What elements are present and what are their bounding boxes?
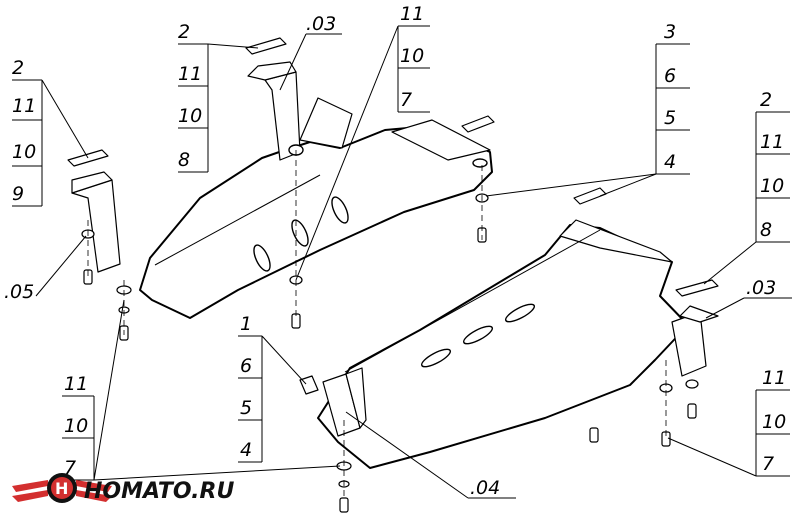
nut-plate-right-top bbox=[461, 115, 495, 133]
winged-h-logo-icon: H bbox=[12, 473, 112, 503]
callout-top-mount-code: .03 bbox=[306, 13, 336, 35]
center-lines bbox=[87, 150, 667, 500]
logo-text: HOMATO.RU bbox=[84, 479, 234, 504]
callout-bottom-left-item-2: 7 bbox=[64, 457, 76, 479]
callout-right-item-0: 2 bbox=[760, 89, 772, 111]
callout-bottom-left: 11 10 7 bbox=[62, 299, 341, 481]
callout-top-right-item-3: 4 bbox=[664, 151, 676, 173]
callout-right-mount-code: .03 bbox=[746, 277, 776, 299]
callout-mid: 1 6 5 4 bbox=[238, 313, 307, 463]
callout-top-right-item-0: 3 bbox=[664, 21, 676, 43]
callout-left-mount-code: .05 bbox=[4, 281, 34, 303]
callout-bottom-right-item-1: 10 bbox=[762, 411, 786, 433]
callout-top-left-item-1: 11 bbox=[178, 63, 202, 85]
callout-top-right-item-2: 5 bbox=[664, 107, 676, 129]
lower-skid-plate bbox=[317, 219, 719, 469]
svg-text:H: H bbox=[55, 479, 68, 498]
callout-bottom-right: 11 10 7 bbox=[667, 367, 790, 477]
callout-bottom-mount-code: .04 bbox=[470, 477, 500, 499]
callout-top-center-item-2: 7 bbox=[400, 89, 412, 111]
nut-plate-right bbox=[675, 279, 719, 297]
callout-top-left-item-2: 10 bbox=[178, 105, 202, 127]
callout-top-right-item-1: 6 bbox=[664, 65, 676, 87]
callout-top-center-item-0: 11 bbox=[400, 3, 424, 25]
callout-left-item-0: 2 bbox=[12, 57, 24, 79]
homato-logo: H HOMATO.RU bbox=[12, 473, 234, 504]
callout-top-left-item-0: 2 bbox=[178, 21, 190, 43]
callout-top-right: 3 6 5 4 bbox=[485, 21, 690, 197]
callout-bottom-right-item-2: 7 bbox=[762, 453, 774, 475]
callout-left: 2 11 10 9 .05 bbox=[4, 57, 89, 303]
callout-bottom-mount: .04 bbox=[345, 411, 516, 499]
callout-left-item-2: 10 bbox=[12, 141, 36, 163]
callout-bottom-left-item-0: 11 bbox=[64, 373, 88, 395]
callout-left-item-1: 11 bbox=[12, 95, 36, 117]
callout-bottom-right-item-0: 11 bbox=[762, 367, 786, 389]
callout-right: 2 11 10 8 .03 bbox=[703, 89, 792, 319]
callout-top-left-item-3: 8 bbox=[178, 149, 190, 171]
callout-mid-item-2: 5 bbox=[240, 397, 252, 419]
nut-plate-lower-left bbox=[299, 375, 319, 395]
callout-top-center: 11 10 7 bbox=[295, 3, 430, 281]
nut-plate-top bbox=[245, 37, 287, 55]
callout-mid-item-0: 1 bbox=[240, 313, 252, 335]
callout-right-item-2: 10 bbox=[760, 175, 784, 197]
callout-right-item-3: 8 bbox=[760, 219, 772, 241]
callout-top-left: 2 11 10 8 .03 bbox=[178, 13, 342, 173]
callout-bottom-left-item-1: 10 bbox=[64, 415, 88, 437]
callout-top-center-item-1: 10 bbox=[400, 45, 424, 67]
upper-skid-plate bbox=[71, 61, 493, 319]
callout-mid-item-1: 6 bbox=[240, 355, 252, 377]
callout-mid-item-3: 4 bbox=[240, 439, 252, 461]
callout-left-item-3: 9 bbox=[12, 183, 24, 205]
callout-right-item-1: 11 bbox=[760, 131, 784, 153]
